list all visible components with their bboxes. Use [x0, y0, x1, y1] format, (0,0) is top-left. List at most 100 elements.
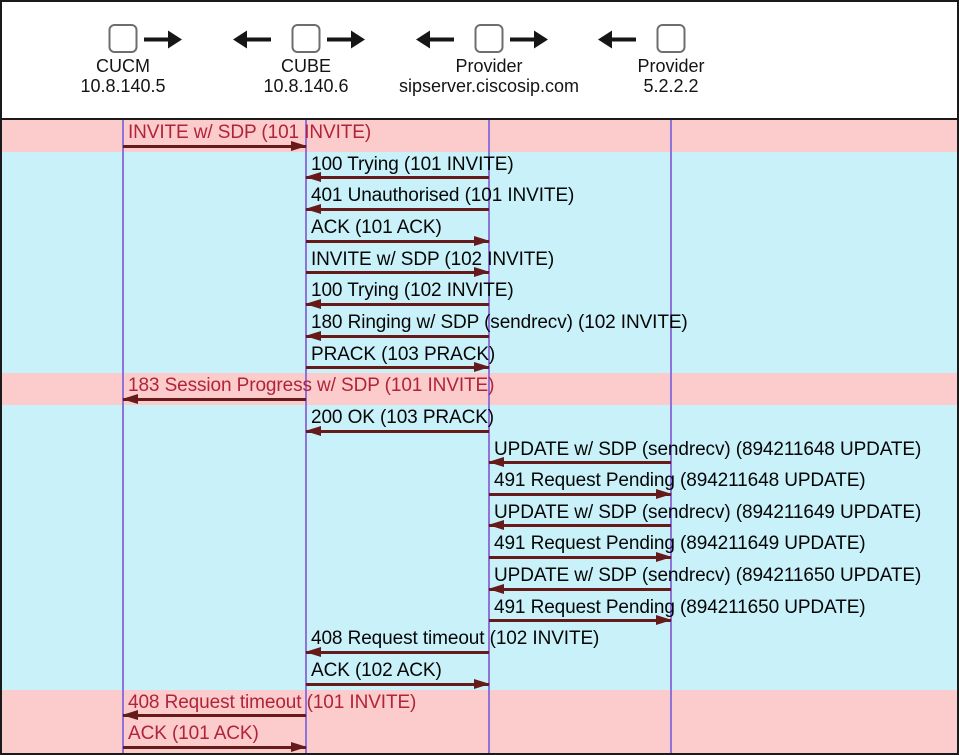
arrow-line	[489, 587, 671, 591]
entity-name: CUBE	[280, 56, 331, 76]
node-box-icon	[656, 24, 686, 53]
arrowhead-right	[291, 742, 307, 752]
message-label: UPDATE w/ SDP (sendrecv) (894211650 UPDA…	[494, 565, 922, 587]
message-arrow	[306, 267, 490, 278]
lifeline	[670, 120, 672, 753]
entity-name: CUCM	[96, 56, 150, 76]
arrowhead-right	[474, 362, 490, 373]
arrow-line	[306, 302, 489, 306]
message-row-band	[2, 531, 957, 563]
message-rows: INVITE w/ SDP (101 INVITE) 100 Trying (10…	[2, 120, 957, 753]
arrow-line	[123, 746, 306, 749]
arrowhead-right	[656, 615, 672, 626]
arrowhead-left	[488, 520, 504, 531]
arrow-line	[306, 239, 489, 243]
node-box-icon	[291, 24, 321, 53]
message-arrow	[122, 710, 306, 721]
entities-header: CUCM 10.8.140.5 CUBE 10.8.140.6 Provider…	[2, 2, 957, 120]
arrowhead-left	[305, 298, 321, 309]
lifeline	[488, 120, 490, 753]
message-arrow	[305, 298, 489, 310]
arrow-line	[306, 651, 489, 655]
message-label: 180 Ringing w/ SDP (sendrecv) (102 INVIT…	[311, 311, 688, 333]
message-label: 491 Request Pending (894211648 UPDATE)	[494, 470, 866, 492]
message-label: UPDATE w/ SDP (sendrecv) (894211649 UPDA…	[494, 501, 922, 523]
arrow-line	[489, 492, 671, 496]
node-box-icon	[474, 24, 504, 53]
flow-right-arrow-icon	[510, 30, 548, 49]
entity-address: 10.8.140.5	[80, 76, 166, 96]
message-row-band	[2, 437, 957, 468]
message-arrow	[305, 647, 489, 658]
arrowhead-left	[305, 172, 321, 183]
arrow-line	[306, 366, 489, 370]
message-label: 408 Request timeout (102 INVITE)	[311, 628, 600, 650]
message-arrow	[488, 583, 671, 595]
arrowhead-left	[305, 203, 321, 214]
entity-address: sipserver.ciscosip.com	[398, 76, 580, 96]
arrow-line	[306, 682, 489, 686]
lifeline	[305, 120, 307, 753]
message-label: UPDATE w/ SDP (sendrecv) (894211648 UPDA…	[494, 438, 922, 460]
flow-right-arrow-icon	[144, 30, 182, 49]
arrowhead-left	[305, 425, 321, 436]
message-label: 100 Trying (102 INVITE)	[311, 280, 514, 302]
message-label: INVITE w/ SDP (101 INVITE)	[128, 122, 372, 143]
arrowhead-left	[122, 393, 138, 404]
arrow-line	[123, 397, 306, 401]
message-arrow	[123, 742, 307, 753]
entity-name: Provider	[637, 56, 705, 76]
arrow-line	[306, 334, 489, 338]
message-arrow	[488, 457, 671, 468]
arrowhead-left	[488, 457, 504, 468]
arrowhead-right	[656, 552, 672, 563]
arrowhead-left	[305, 330, 321, 341]
message-label: 408 Request timeout (101 INVITE)	[128, 691, 417, 713]
message-arrow	[306, 235, 490, 247]
message-label: 491 Request Pending (894211649 UPDATE)	[494, 533, 866, 555]
arrowhead-left	[305, 647, 321, 658]
message-row-band	[2, 468, 957, 500]
flow-left-arrow-icon	[598, 30, 636, 49]
lifeline	[122, 120, 124, 753]
arrowhead-left	[122, 710, 138, 721]
message-row-band	[2, 595, 957, 626]
entity-address: 5.2.2.2	[643, 76, 699, 96]
arrow-line	[489, 556, 671, 560]
message-arrow	[305, 330, 489, 342]
arrowhead-right	[474, 267, 490, 278]
message-arrow	[306, 362, 490, 373]
message-arrow	[305, 425, 489, 437]
flow-right-arrow-icon	[327, 30, 365, 49]
message-arrow	[489, 488, 672, 500]
message-row-band	[2, 500, 957, 531]
arrow-line	[306, 176, 489, 180]
message-label: 183 Session Progress w/ SDP (101 INVITE)	[128, 375, 495, 397]
message-arrow	[305, 172, 489, 183]
message-label: ACK (101 ACK)	[128, 723, 259, 745]
entity-address: 10.8.140.6	[263, 76, 349, 96]
arrowhead-left	[488, 583, 504, 594]
arrow-line	[306, 271, 489, 275]
message-label: 491 Request Pending (894211650 UPDATE)	[494, 596, 866, 618]
message-label: 100 Trying (101 INVITE)	[311, 153, 514, 175]
arrow-line	[123, 714, 306, 718]
arrow-line	[123, 144, 306, 148]
flow-left-arrow-icon	[233, 30, 271, 49]
message-row-band	[2, 563, 957, 595]
message-label: PRACK (103 PRACK)	[311, 343, 496, 365]
node-box-icon	[108, 24, 138, 53]
message-arrow	[306, 678, 490, 690]
message-arrow	[489, 552, 672, 563]
flow-left-arrow-icon	[416, 30, 454, 49]
arrow-line	[489, 461, 671, 465]
message-label: ACK (101 ACK)	[311, 216, 442, 238]
message-arrow	[488, 520, 671, 531]
arrow-line	[306, 429, 489, 433]
arrow-line	[489, 619, 671, 623]
message-label: 200 OK (103 PRACK)	[311, 406, 495, 428]
message-label: 401 Unauthorised (101 INVITE)	[311, 185, 575, 207]
message-label: ACK (102 ACK)	[311, 660, 442, 682]
arrowhead-right	[291, 140, 307, 151]
